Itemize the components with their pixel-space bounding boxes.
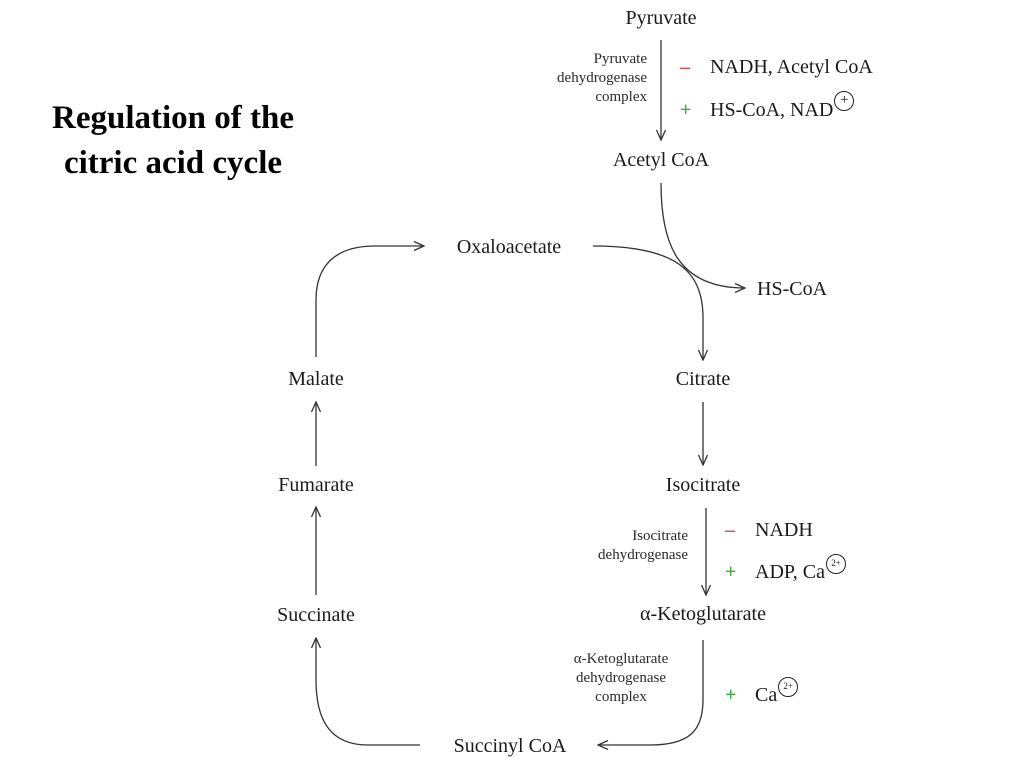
activator-list: ADP, Ca bbox=[755, 561, 826, 583]
enzyme-label-line: complex bbox=[595, 89, 647, 105]
enzyme-label-line: dehydrogenase bbox=[576, 670, 666, 686]
metabolite-acetyl-coa: Acetyl CoA bbox=[612, 149, 710, 171]
ion-charge: 2+ bbox=[778, 677, 799, 697]
activator-list: HS-CoA, NAD bbox=[710, 99, 834, 121]
arrow-succinyl-coa-to-succinate bbox=[316, 638, 420, 746]
metabolite-fumarate: Fumarate bbox=[278, 474, 354, 496]
metabolite-alpha-ketoglutarate: α-Ketoglutarate bbox=[640, 603, 766, 625]
regulator-idh-inhibitors: –NADH bbox=[725, 518, 813, 542]
regulator-pdh-inhibitors: –NADH, Acetyl CoA bbox=[680, 55, 873, 79]
enzyme-pyruvate-dehydrogenase: Pyruvate dehydrogenase complex bbox=[557, 50, 647, 107]
inhibitor-list: NADH bbox=[755, 519, 813, 541]
metabolite-hs-coa: HS-CoA bbox=[757, 278, 828, 300]
metabolite-oxaloacetate: Oxaloacetate bbox=[456, 236, 562, 258]
enzyme-label-line: Pyruvate bbox=[593, 51, 647, 67]
ion-charge: 2+ bbox=[826, 554, 847, 574]
enzyme-label-line: Isocitrate bbox=[632, 528, 688, 544]
inhibitor-list: NADH, Acetyl CoA bbox=[710, 56, 873, 78]
enzyme-label-line: dehydrogenase bbox=[598, 547, 688, 563]
enzyme-label-line: α-Ketoglutarate bbox=[573, 651, 669, 667]
page-title: Regulation of the citric acid cycle bbox=[8, 96, 338, 186]
arrow-acetyl-coa-to-hs-coa bbox=[660, 182, 745, 288]
metabolite-succinyl-coa: Succinyl CoA bbox=[453, 735, 567, 757]
enzyme-ketoglutarate-dehydrogenase: α-Ketoglutarate dehydrogenase complex bbox=[574, 650, 668, 707]
metabolite-pyruvate: Pyruvate bbox=[625, 7, 697, 29]
arrow-oxaloacetate-to-citrate bbox=[592, 245, 703, 360]
metabolite-succinate: Succinate bbox=[277, 604, 355, 626]
metabolite-malate: Malate bbox=[288, 368, 344, 390]
activate-sign: + bbox=[725, 684, 737, 706]
regulator-pdh-activators: +HS-CoA, NAD+ bbox=[680, 91, 855, 122]
activator-list: Ca bbox=[755, 684, 778, 706]
arrow-malate-to-oxaloacetate bbox=[315, 246, 424, 357]
activate-sign: + bbox=[680, 99, 692, 121]
enzyme-isocitrate-dehydrogenase: Isocitrate dehydrogenase bbox=[598, 527, 688, 565]
inhibit-sign: – bbox=[680, 56, 690, 78]
title-line-1: Regulation of the bbox=[52, 100, 294, 136]
metabolite-citrate: Citrate bbox=[675, 368, 731, 390]
enzyme-label-line: dehydrogenase bbox=[557, 70, 647, 86]
metabolite-isocitrate: Isocitrate bbox=[665, 474, 741, 496]
enzyme-label-line: complex bbox=[595, 689, 647, 705]
arrow-ketoglutarate-to-succinyl-coa bbox=[598, 640, 704, 745]
ion-charge: + bbox=[834, 91, 855, 111]
title-line-2: citric acid cycle bbox=[63, 145, 283, 181]
inhibit-sign: – bbox=[725, 519, 735, 541]
activate-sign: + bbox=[725, 561, 737, 583]
